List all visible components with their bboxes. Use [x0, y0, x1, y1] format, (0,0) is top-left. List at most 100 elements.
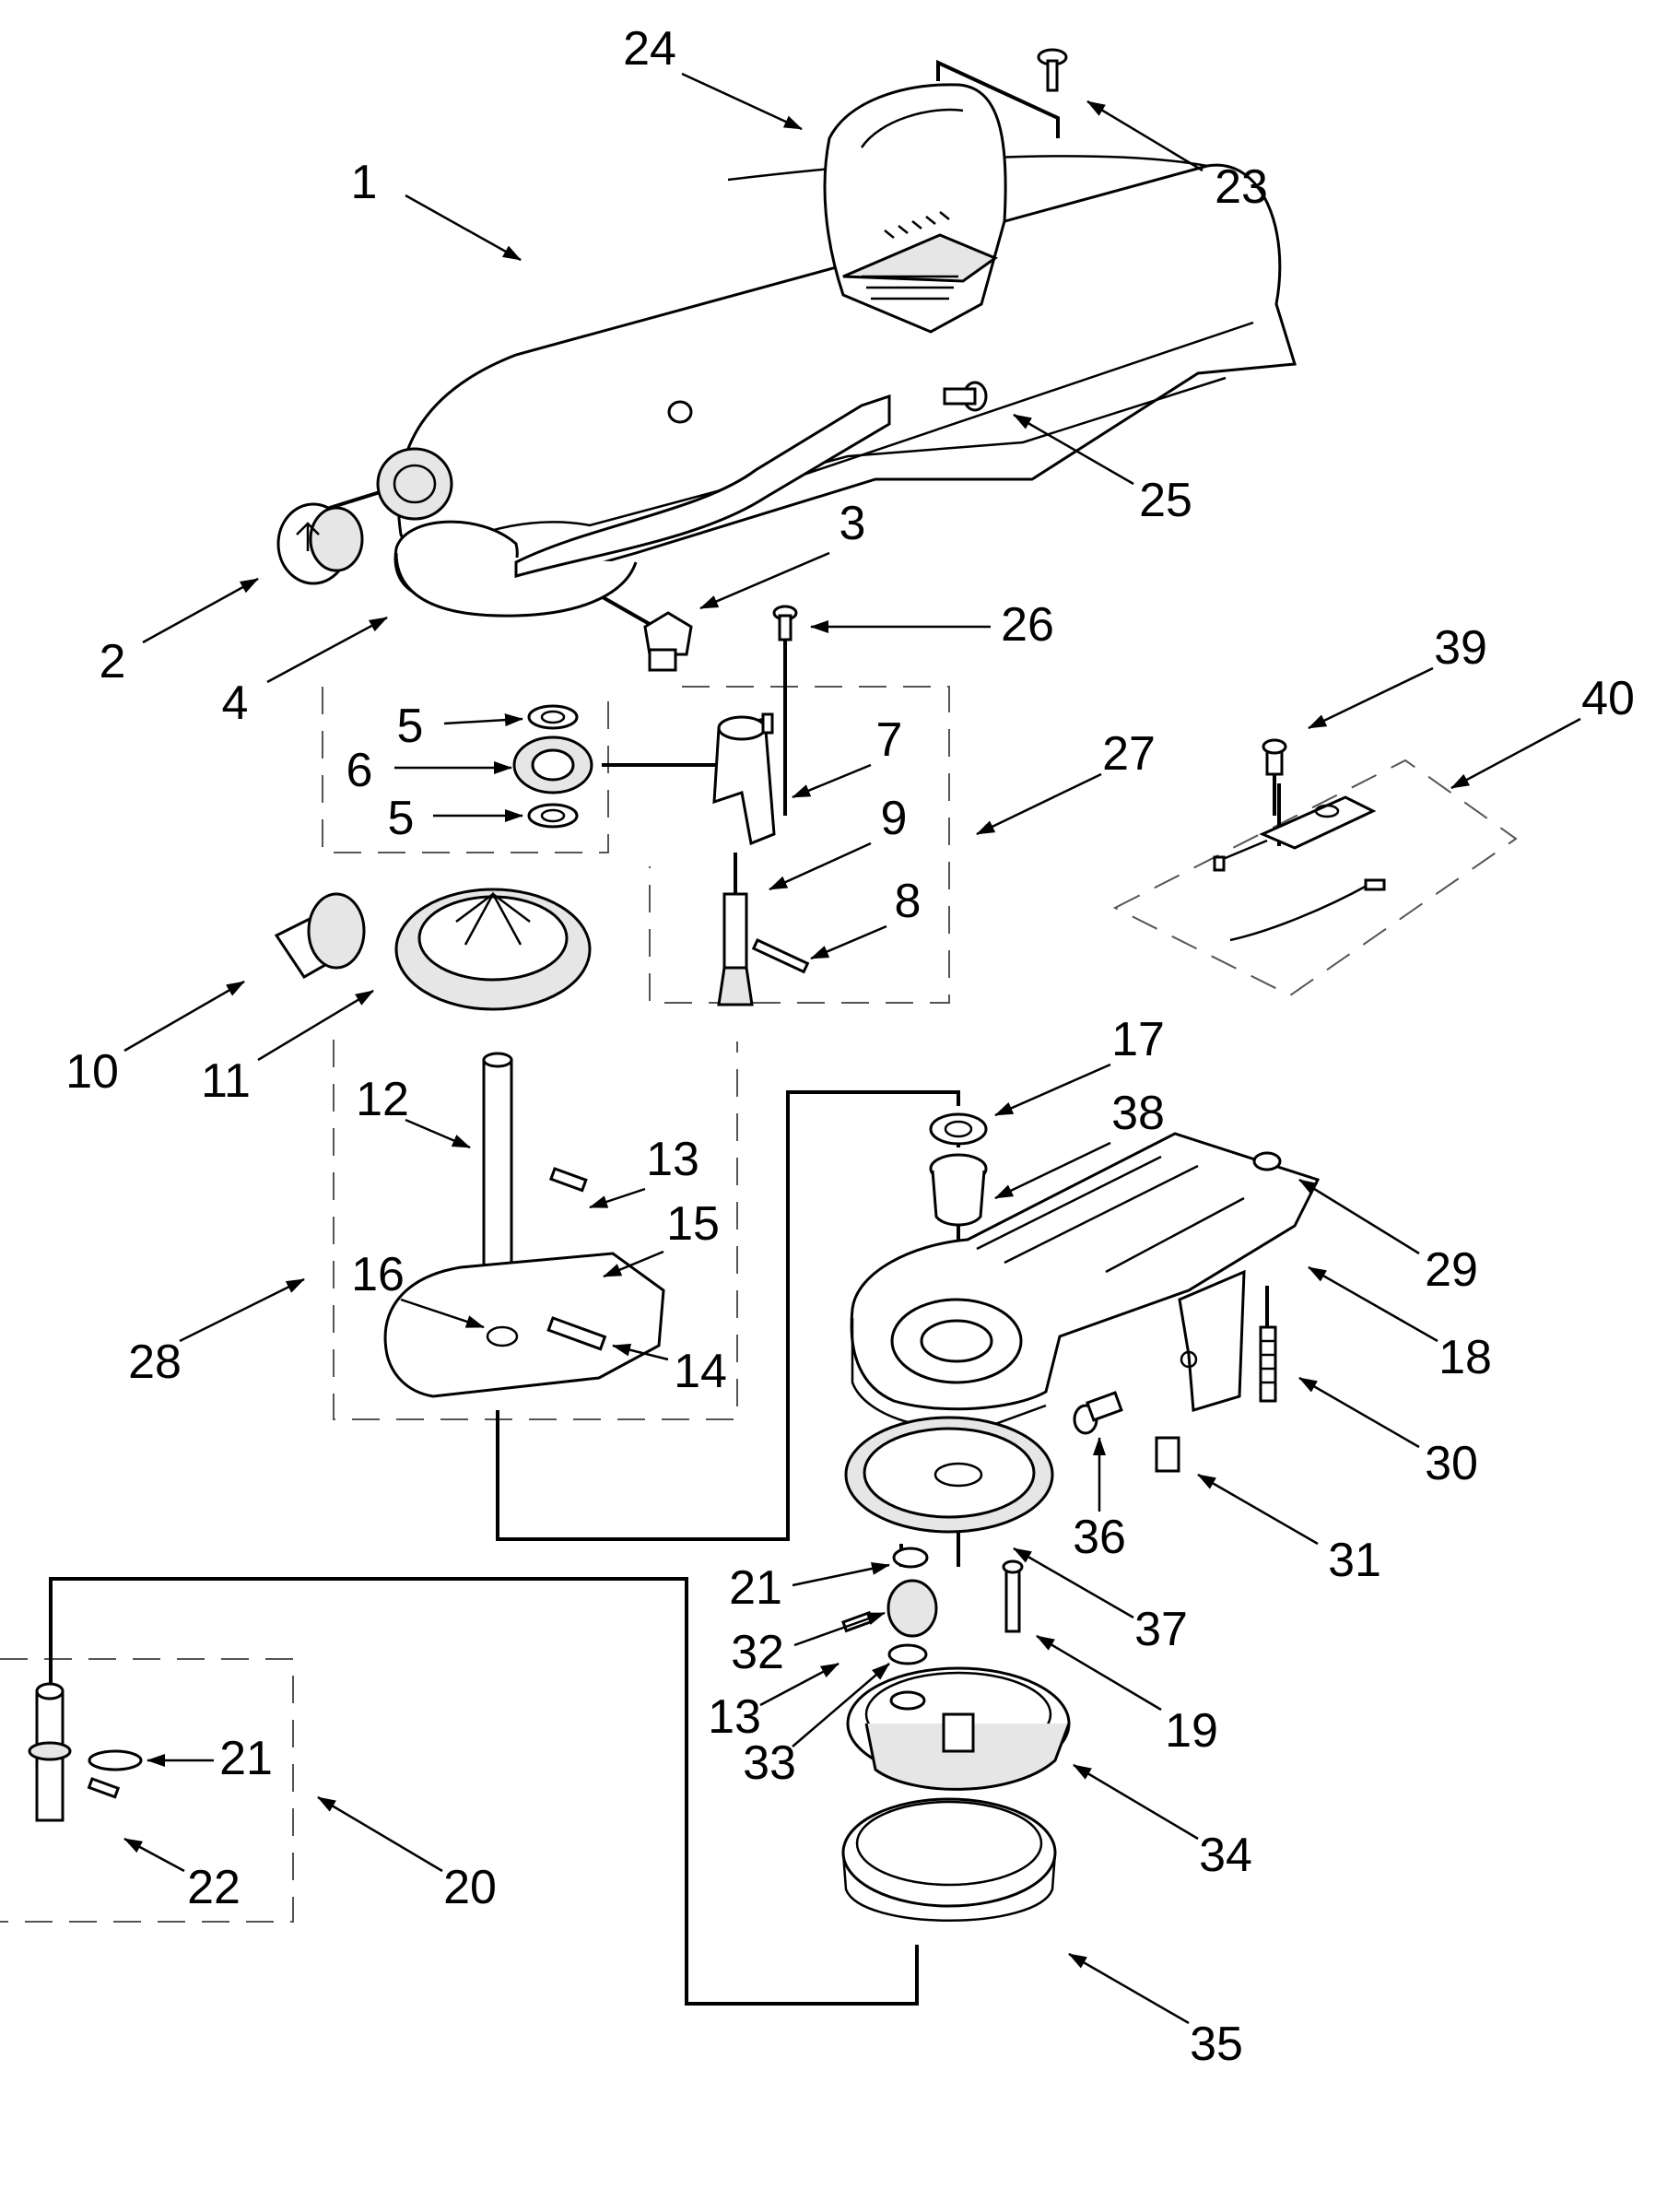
callout-arrow-2 [142, 577, 259, 644]
callout-21a: 21 [219, 1732, 273, 1785]
callout-21b: 21 [729, 1561, 782, 1615]
callout-12: 12 [356, 1073, 409, 1126]
screw-26 [772, 605, 798, 641]
callout-arrow-19 [1036, 1634, 1162, 1712]
worm-shaft [717, 892, 810, 1006]
callout-arrow-20 [317, 1795, 443, 1873]
callout-arrow-30 [1298, 1376, 1420, 1449]
callout-15: 15 [666, 1197, 720, 1251]
callout-arrow-35 [1068, 1952, 1190, 2025]
callout-arrow-27 [976, 772, 1102, 836]
callout-28: 28 [128, 1335, 182, 1389]
callout-1: 1 [351, 156, 378, 209]
callout-32: 32 [731, 1626, 784, 1679]
callout-arrow-24 [681, 72, 803, 131]
callout-24: 24 [623, 22, 676, 76]
callout-arrow-33 [792, 1663, 890, 1747]
callout-40: 40 [1581, 672, 1635, 725]
callout-arrow-15 [603, 1250, 664, 1278]
callout-30: 30 [1425, 1437, 1478, 1490]
callout-layer: 1 2 3 4 5 6 5 7 9 8 26 27 10 11 12 13 15 [65, 22, 1635, 2071]
callout-arrow-9 [769, 841, 872, 891]
callout-7: 7 [876, 713, 903, 767]
callout-35: 35 [1190, 2018, 1243, 2071]
callout-arrow-31 [1197, 1473, 1319, 1546]
output-shaft-assembly [383, 1052, 665, 1398]
callout-arrow-34 [1073, 1763, 1199, 1841]
callout-arrow-40 [1450, 717, 1581, 790]
gear-bracket [712, 712, 776, 846]
callout-arrow-37 [1013, 1547, 1134, 1619]
callout-arrow-29 [1298, 1178, 1420, 1255]
callout-3: 3 [840, 497, 866, 550]
callout-4: 4 [222, 677, 249, 730]
callout-arrow-28 [179, 1277, 305, 1343]
gear-case [850, 1132, 1321, 1430]
callout-arrow-21b [792, 1562, 890, 1587]
planetary-gear-housing [846, 1666, 1071, 1791]
trim-ring [841, 1797, 1057, 1922]
screw-23 [1037, 48, 1068, 92]
callout-25: 25 [1139, 474, 1192, 527]
callout-36: 36 [1073, 1511, 1126, 1564]
callout-arrow-18 [1308, 1265, 1438, 1343]
callout-31: 31 [1328, 1534, 1381, 1587]
set-screw-31 [1155, 1436, 1180, 1473]
callout-26: 26 [1001, 598, 1054, 652]
callout-arrow-7 [792, 763, 872, 799]
agitator-shaft-assembly [28, 1682, 143, 1822]
rear-vent-cover [823, 83, 1007, 334]
callout-20: 20 [443, 1861, 497, 1914]
main-gear [394, 888, 592, 1011]
callout-arrow-3 [699, 551, 830, 610]
callout-arrow-1 [405, 194, 522, 262]
callout-arrow-22 [123, 1837, 185, 1873]
callout-14: 14 [674, 1345, 727, 1398]
callout-arrow-10 [123, 980, 245, 1053]
worm-gear-parts [512, 704, 593, 829]
screw-36 [1073, 1391, 1123, 1435]
callout-9: 9 [881, 792, 908, 845]
attachment-knob [276, 502, 364, 585]
callout-2: 2 [100, 635, 126, 688]
callout-10: 10 [65, 1045, 119, 1099]
callout-34: 34 [1199, 1829, 1252, 1882]
callout-arrow-13a [589, 1187, 646, 1209]
callout-arrow-38 [994, 1141, 1111, 1200]
small-parts-lower [841, 1547, 1024, 1665]
callout-37: 37 [1134, 1603, 1188, 1656]
bushing-38 [929, 1153, 988, 1227]
callout-18: 18 [1438, 1331, 1492, 1384]
callout-arrow-5a [443, 713, 523, 727]
ring-gear [844, 1416, 1054, 1534]
callout-16: 16 [351, 1248, 405, 1301]
callout-arrow-4 [266, 616, 388, 684]
bushing-17 [929, 1112, 988, 1146]
callout-23: 23 [1215, 160, 1268, 214]
callout-8: 8 [895, 875, 922, 928]
trim-band [514, 394, 891, 578]
callout-arrow-8 [810, 924, 887, 960]
callout-arrow-16 [400, 1298, 485, 1329]
callout-arrow-14 [612, 1343, 669, 1361]
callout-22: 22 [187, 1861, 241, 1914]
callout-29: 29 [1425, 1243, 1478, 1297]
callout-39: 39 [1434, 621, 1487, 675]
callout-17: 17 [1111, 1013, 1165, 1066]
callout-33: 33 [743, 1736, 796, 1790]
callout-6: 6 [346, 744, 373, 797]
callout-arrow-13b [759, 1662, 840, 1707]
callout-19: 19 [1165, 1704, 1218, 1758]
callout-arrow-39 [1308, 666, 1434, 730]
callout-27: 27 [1102, 727, 1156, 781]
screw-30 [1259, 1325, 1277, 1403]
group-boxes [0, 686, 1518, 1923]
attachment-hub [274, 892, 366, 979]
screw-25 [943, 381, 988, 412]
callout-arrow-32 [793, 1611, 886, 1647]
callout-13b: 13 [708, 1690, 761, 1744]
callout-arrow-11 [257, 989, 374, 1062]
thumb-screw [643, 611, 693, 672]
callout-arrow-12 [405, 1118, 471, 1149]
